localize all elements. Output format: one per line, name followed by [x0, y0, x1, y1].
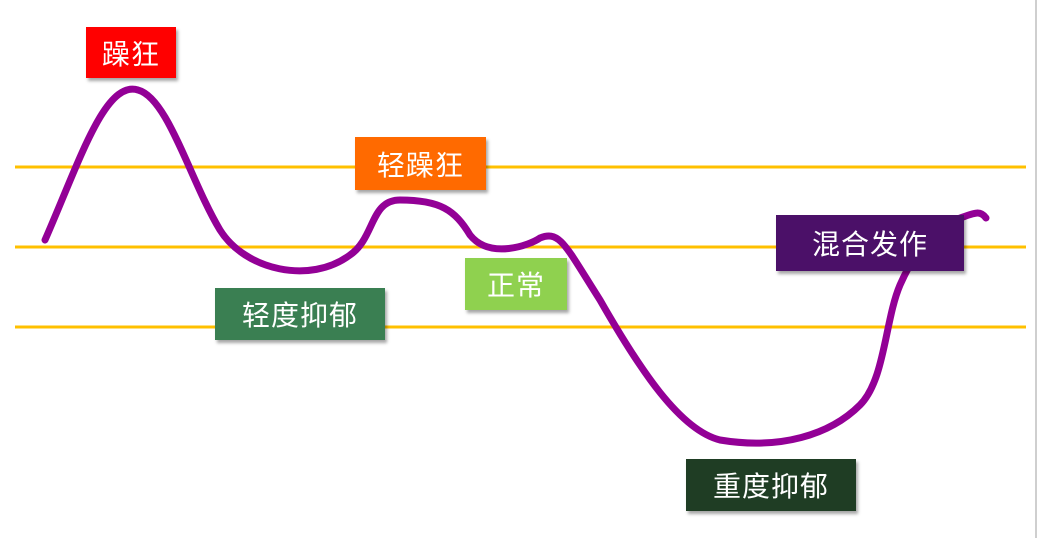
- hypomania-label: 轻躁狂: [355, 137, 486, 190]
- normal-label: 正常: [465, 258, 567, 310]
- mania-label: 躁狂: [86, 27, 176, 78]
- mild-depression-label: 轻度抑郁: [215, 288, 385, 340]
- mixed-episode-label: 混合发作: [776, 215, 964, 271]
- right-edge-divider: [1035, 0, 1037, 538]
- mood-curve: [41, 85, 990, 447]
- severe-depression-label: 重度抑郁: [686, 459, 856, 511]
